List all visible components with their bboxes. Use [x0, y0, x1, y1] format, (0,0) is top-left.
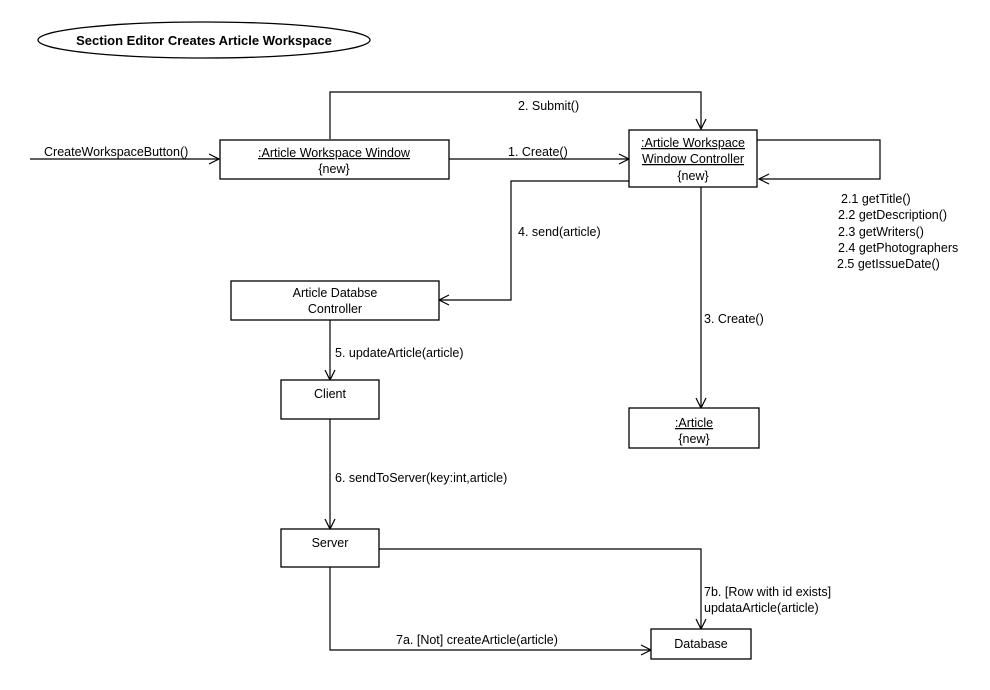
article-workspace-window-object: :Article Workspace Window {new} [219, 139, 450, 180]
message-2-submit: 2. Submit() [518, 99, 579, 113]
client-object: Client [280, 379, 380, 420]
create-button-message: CreateWorkspaceButton() [44, 145, 188, 159]
message-6-send-to-server: 6. sendToServer(key:int,article) [335, 471, 507, 485]
diagram-title-text: Section Editor Creates Article Workspace [76, 33, 332, 48]
article-object: :Article {new} [628, 407, 760, 449]
diagram-title: Section Editor Creates Article Workspace [37, 21, 371, 59]
message-4-send-article: 4. send(article) [518, 225, 601, 239]
message-3-create: 3. Create() [704, 312, 764, 326]
message-labels: CreateWorkspaceButton() 1. Create() 2. S… [44, 99, 958, 647]
update-database-arrow [379, 548, 702, 629]
db-controller-name-line2: Controller [308, 302, 362, 316]
message-5-update-article: 5. updateArticle(article) [335, 346, 464, 360]
message-2-5-get-issue-date: 2.5 getIssueDate() [837, 257, 940, 271]
article-database-controller-object: Article Databse Controller [230, 280, 440, 321]
message-2-3-get-writers: 2.3 getWriters() [838, 225, 924, 239]
message-2-4-get-photographers: 2.4 getPhotographers [838, 241, 958, 255]
database-name: Database [674, 637, 728, 651]
message-2-2-get-description: 2.2 getDescription() [838, 208, 947, 222]
message-7a-create-article: 7a. [Not] createArticle(article) [396, 633, 558, 647]
article-name: :Article [675, 416, 713, 430]
controller-name-line1: :Article Workspace [641, 136, 745, 150]
self-call-loop [757, 139, 881, 180]
message-7b-condition: 7b. [Row with id exists] [704, 585, 831, 599]
database-object: Database [650, 628, 752, 660]
server-object: Server [280, 528, 380, 568]
article-workspace-window-controller-object: :Article Workspace Window Controller {ne… [628, 129, 758, 188]
controller-state: {new} [677, 169, 708, 183]
message-1-create: 1. Create() [508, 145, 568, 159]
client-name: Client [314, 387, 346, 401]
message-2-1-get-title: 2.1 getTitle() [841, 192, 911, 206]
db-controller-name-line1: Article Databse [293, 286, 378, 300]
controller-name-line2: Window Controller [642, 152, 744, 166]
article-workspace-window-state: {new} [318, 162, 349, 176]
create-database-arrow [329, 567, 651, 651]
server-name: Server [312, 536, 349, 550]
article-state: {new} [678, 432, 709, 446]
send-article-arrow [439, 180, 629, 301]
message-7b-updata-article: updataArticle(article) [704, 601, 819, 615]
submit-arrow [329, 91, 702, 139]
article-workspace-window-name: :Article Workspace Window [258, 146, 411, 160]
